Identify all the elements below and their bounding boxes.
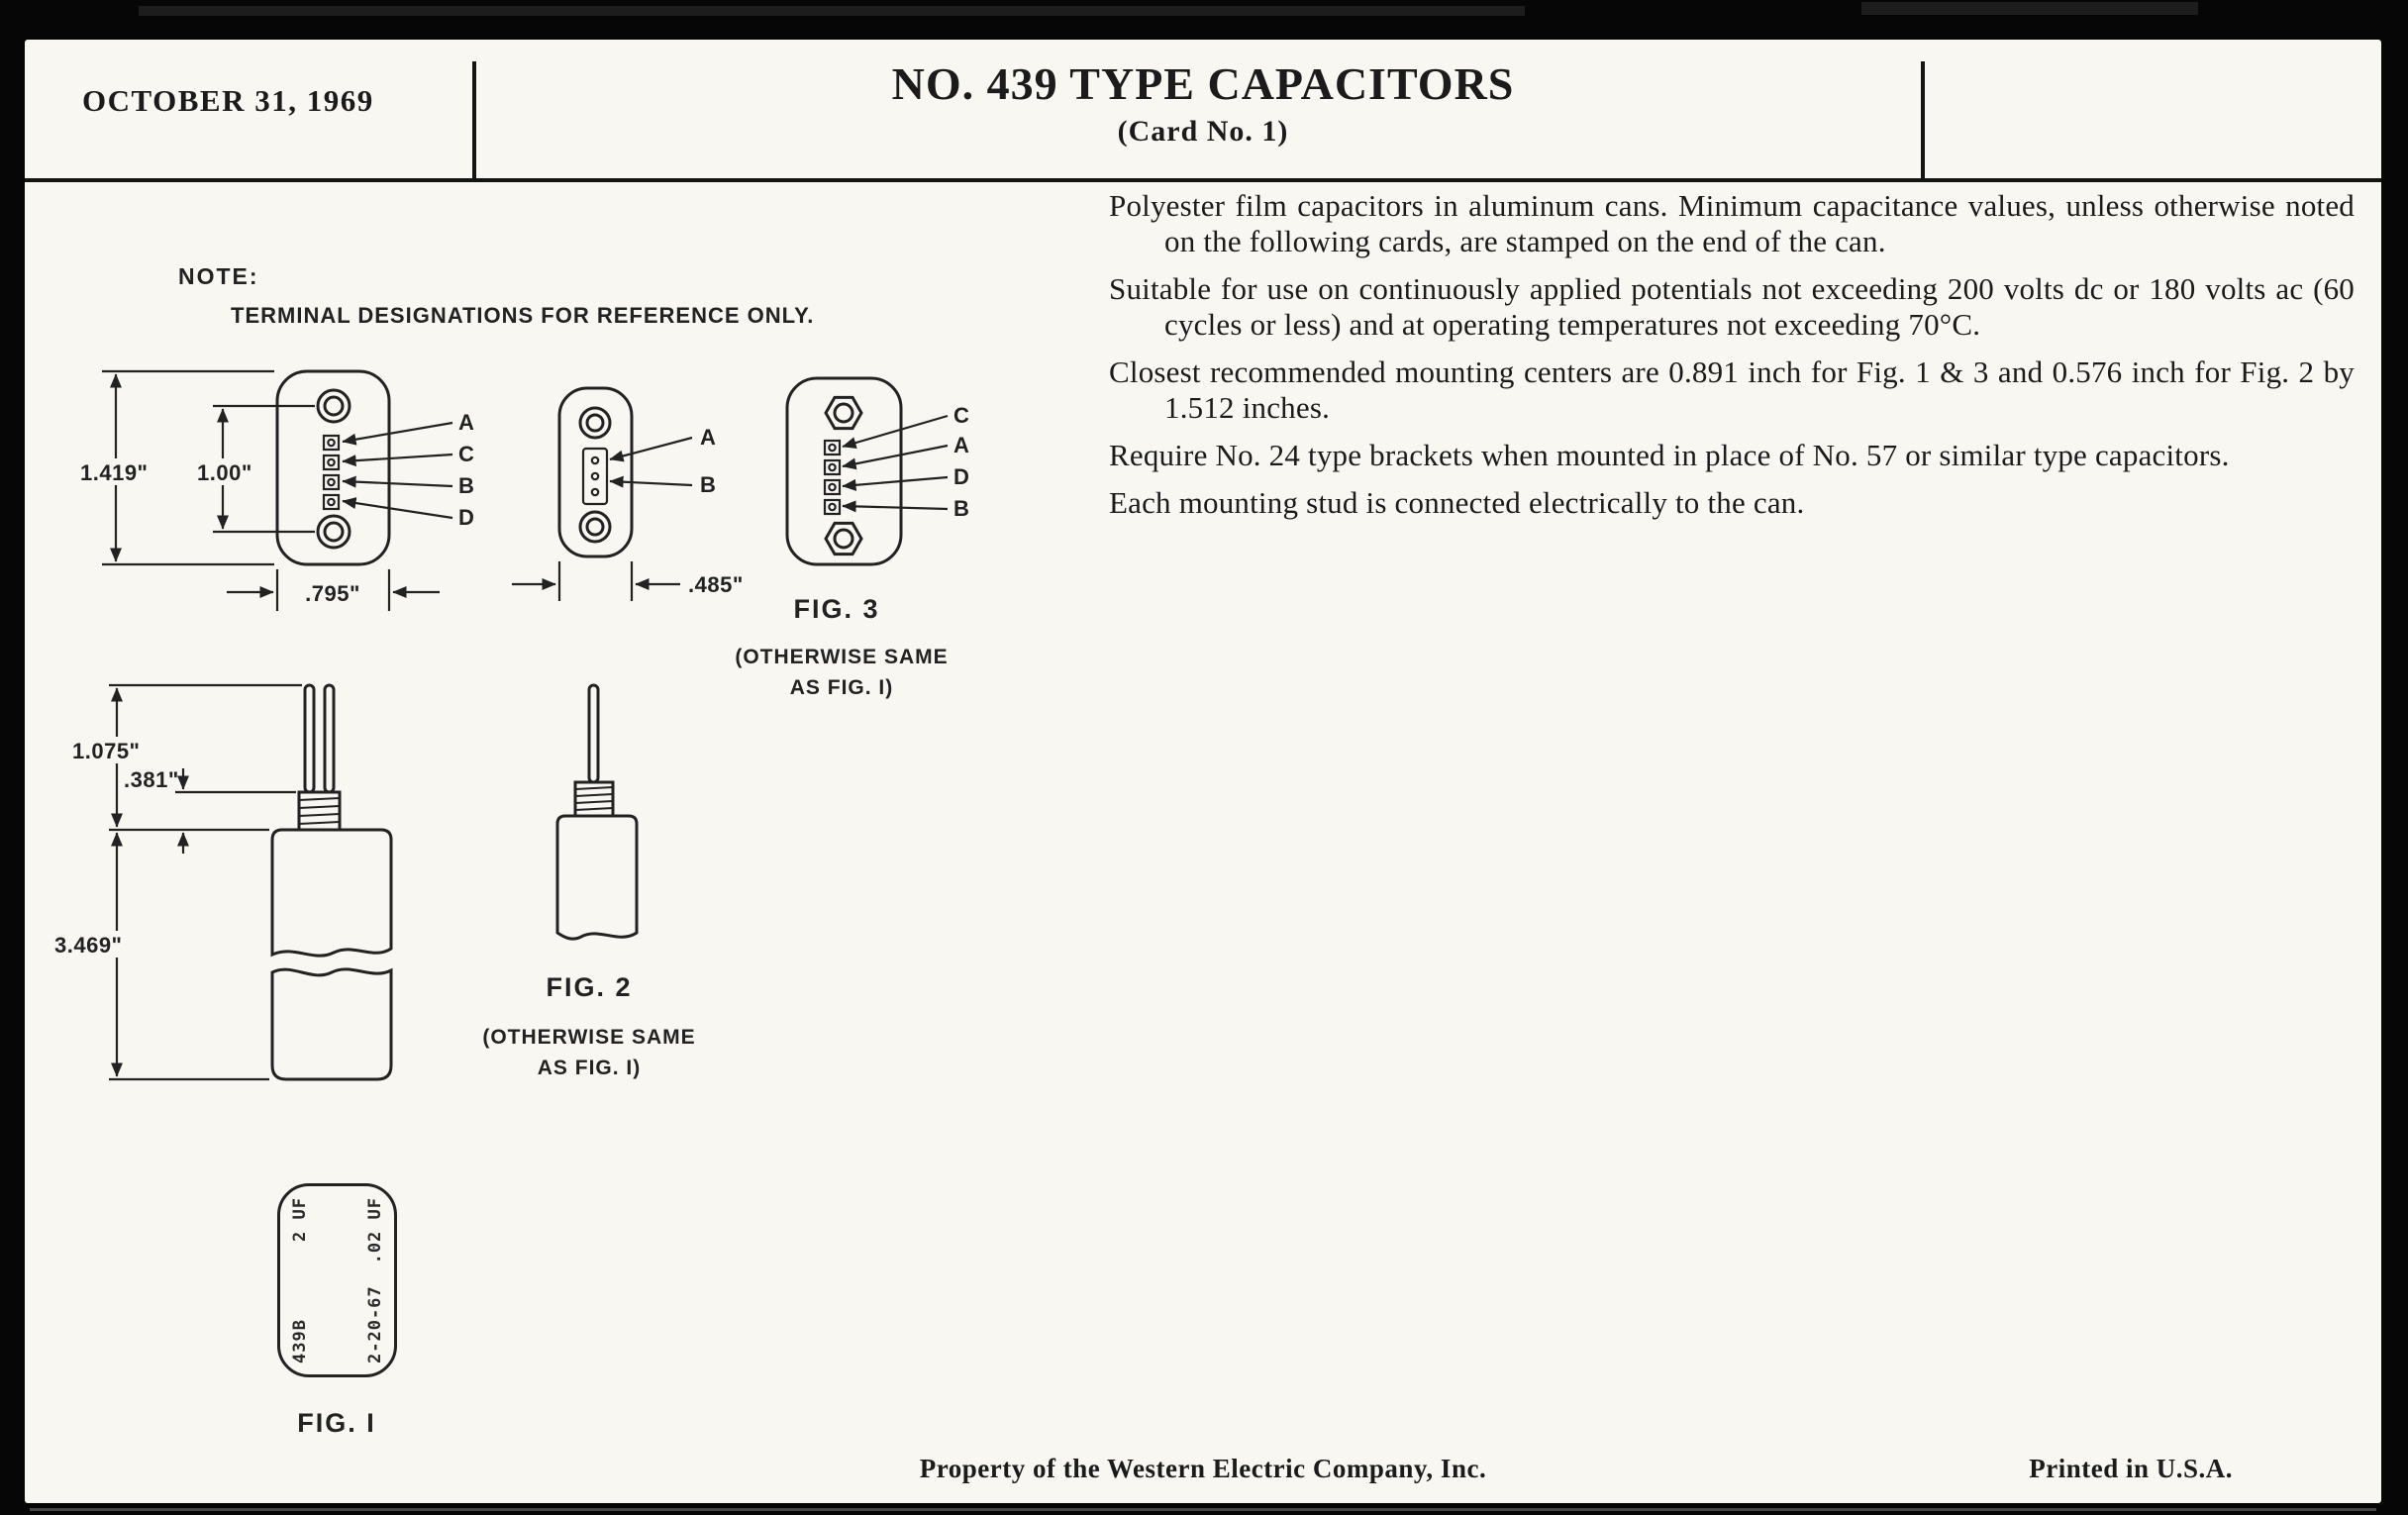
fig1-can-body-lower [270, 967, 393, 1081]
stamp-capacitance-2: .02 UF [364, 1197, 385, 1264]
stamp-date-code: 2-20-67 [364, 1285, 385, 1364]
top-views-drawing: 1.419" 1.00" .795" .485" A C B D A B C A… [76, 369, 969, 611]
scan-artifact [139, 6, 1525, 16]
document-card: OCTOBER 31, 1969 NO. 439 TYPE CAPACITORS… [25, 40, 2381, 1503]
fig3-can-outline [785, 376, 903, 566]
fig3-terminal-label-c: C [953, 403, 969, 428]
fig2-can-outline [557, 386, 634, 558]
fig1-lead-right [323, 683, 336, 794]
fig2-dim-width-label: .485" [688, 572, 744, 597]
fig2-terminal-label-b: B [700, 472, 716, 497]
fig1-terminals [322, 434, 341, 511]
fig1-dim-neck-label: .381" [124, 767, 179, 792]
property-notice: Property of the Western Electric Company… [919, 1454, 1487, 1483]
fig2-terminal-label-a: A [700, 425, 716, 450]
scan-artifact [30, 1508, 2376, 1511]
fig1-dim-body-label: 3.469" [54, 933, 122, 958]
fig1-can-outline [275, 369, 391, 566]
fig3-terminals [823, 439, 842, 516]
fig1-stamp-label: 439B 2 UF 2-20-67 .02 UF [277, 1183, 397, 1377]
fig2-note-line2: AS FIG. I) [537, 1057, 642, 1079]
fig1-dim-inner-label: 1.00" [197, 460, 252, 485]
fig3-hex-nut-bottom [824, 521, 863, 556]
fig1-stamp-text: 439B 2 UF 2-20-67 .02 UF [290, 1197, 385, 1364]
fig1-mounting-stud-bottom [316, 514, 351, 550]
side-views-drawing: 1.075" .381" 3.469" [49, 683, 639, 1081]
fig1-lead-left [303, 683, 316, 794]
fig1-mounting-stud-top [316, 388, 351, 424]
fig2-note-line1: (OTHERWISE SAME [482, 1026, 696, 1049]
body-paragraph-4: Require No. 24 type brackets when mounte… [1109, 438, 2230, 472]
scan-artifact [1861, 2, 2198, 15]
page-title: NO. 439 TYPE CAPACITORS [891, 58, 1515, 109]
header-divider-right [1921, 61, 1925, 178]
stamp-code: 439B [289, 1319, 310, 1364]
fig2-dimension-lines [512, 561, 680, 601]
fig1-terminal-label-a: A [458, 410, 474, 435]
fig2-terminal-leaders [609, 436, 693, 488]
fig3-note: (OTHERWISE SAME AS FIG. I) [708, 642, 975, 703]
fig1-dim-outer-label: 1.419" [80, 460, 148, 485]
header-rule [25, 178, 2381, 182]
body-paragraph-1: Polyester film capacitors in aluminum ca… [1109, 188, 2355, 258]
fig2-caption: FIG. 2 [546, 972, 633, 1002]
fig2-can-body [555, 814, 639, 941]
fig3-note-line1: (OTHERWISE SAME [735, 646, 949, 668]
note-text: TERMINAL DESIGNATIONS FOR REFERENCE ONLY… [231, 303, 815, 328]
body-paragraph-3: Closest recommended mounting centers are… [1109, 354, 2355, 425]
fig1-dim-lead-label: 1.075" [72, 739, 140, 763]
fig1-terminal-label-b: B [458, 473, 474, 498]
fig2-mounting-stud-bottom [578, 510, 612, 544]
note-label: NOTE: [178, 263, 259, 289]
fig3-terminal-label-a: A [953, 433, 969, 457]
fig1-terminal-label-d: D [458, 505, 474, 530]
header-divider-left [472, 61, 476, 178]
fig2-mounting-stud-top [578, 406, 612, 440]
card-number: (Card No. 1) [1117, 115, 1289, 148]
body-paragraph-2: Suitable for use on continuously applied… [1109, 271, 2355, 342]
fig1-can-body-upper [270, 828, 393, 958]
description-column: Polyester film capacitors in aluminum ca… [1109, 188, 2355, 533]
fig1-dim-width-label: .795" [305, 581, 360, 606]
fig3-terminal-label-d: D [953, 464, 969, 489]
stamp-capacitance-1: 2 UF [289, 1197, 310, 1242]
fig3-terminal-leaders [842, 414, 949, 513]
fig3-hex-nut-top [824, 395, 863, 431]
fig1-terminal-leaders [342, 421, 453, 520]
fig1-caption: FIG. I [297, 1408, 376, 1438]
fig2-note: (OTHERWISE SAME AS FIG. I) [441, 1022, 738, 1083]
document-date: OCTOBER 31, 1969 [82, 83, 374, 118]
fig3-note-line2: AS FIG. I) [789, 676, 894, 699]
fig1-terminal-label-c: C [458, 442, 474, 466]
printed-in-usa: Printed in U.S.A. [2029, 1454, 2233, 1483]
fig2-lead [587, 683, 600, 784]
fig2-terminals [581, 447, 609, 506]
fig3-terminal-label-b: B [953, 496, 969, 521]
body-paragraph-5: Each mounting stud is connected electric… [1109, 485, 1805, 520]
fig3-caption: FIG. 3 [793, 594, 880, 624]
